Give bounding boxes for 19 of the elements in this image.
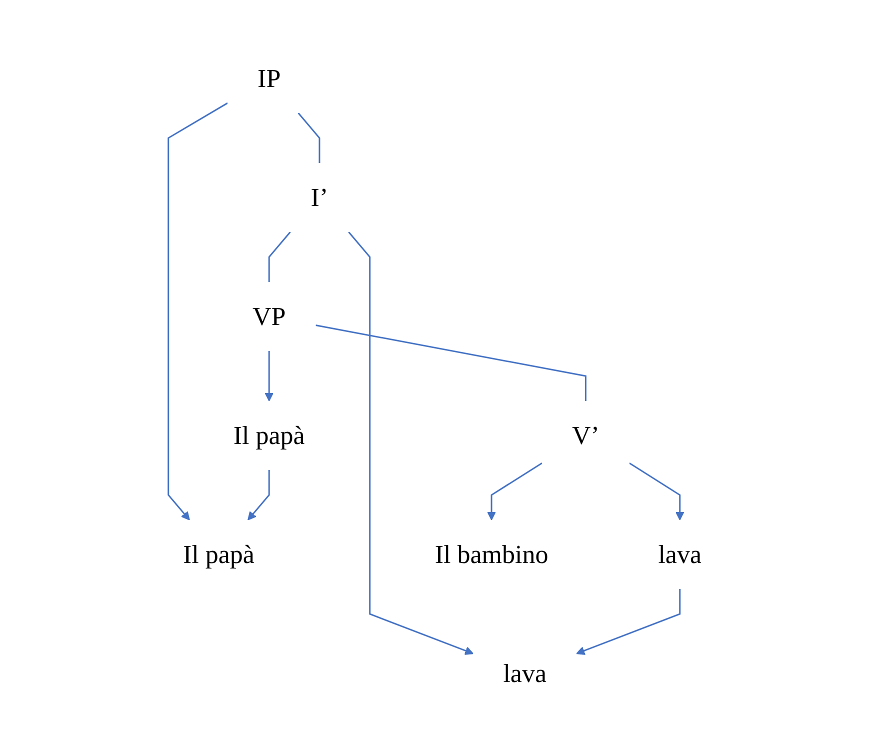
- arrow: [629, 462, 684, 520]
- node-text: I’: [311, 182, 328, 212]
- node-text: VP: [252, 301, 286, 330]
- node-text: Il papà: [234, 420, 306, 450]
- arrow: [168, 102, 228, 520]
- connector: [298, 112, 320, 162]
- node-text: Il papà: [183, 539, 255, 568]
- node-text: Il bambino: [435, 539, 548, 568]
- connector: [316, 324, 587, 400]
- node-text: lava: [658, 539, 702, 568]
- node-text: IP: [258, 64, 281, 92]
- arrow: [576, 588, 681, 654]
- arrow: [487, 462, 543, 520]
- node-text: lava: [503, 658, 547, 688]
- arrow: [264, 350, 274, 401]
- arrow: [348, 231, 474, 654]
- node-text: V’: [572, 420, 600, 450]
- arrow: [248, 470, 270, 520]
- connector: [268, 231, 292, 282]
